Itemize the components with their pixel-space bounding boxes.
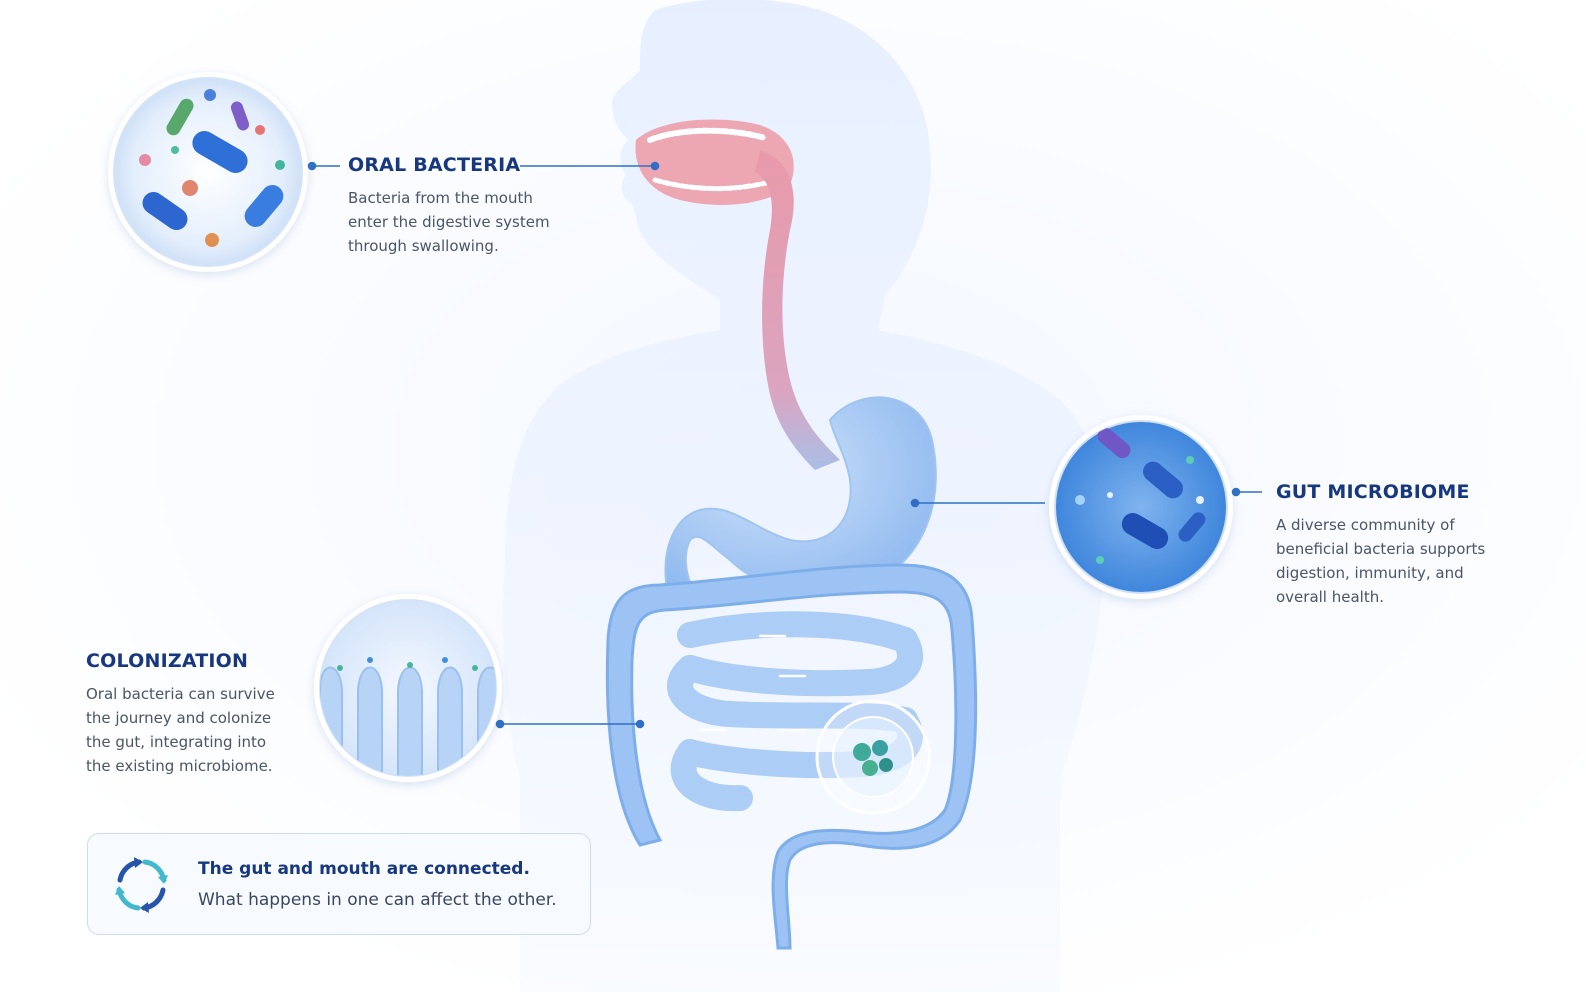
colonization-title: COLONIZATION: [86, 650, 249, 672]
oral-bacteria-line: enter the digestive system: [348, 213, 550, 231]
oral-bacteria-label: ORAL BACTERIA Bacteria from the mouth en…: [348, 154, 550, 258]
esophagus: [755, 150, 840, 470]
connection-callout: The gut and mouth are connected. What ha…: [87, 833, 591, 935]
callout-title: The gut and mouth are connected.: [198, 859, 530, 879]
leader-lines: [307, 161, 1262, 729]
oral-bacteria-description: Bacteria from the mouth enter the digest…: [348, 186, 550, 258]
gut-microbiome-cluster: [1075, 427, 1206, 564]
oral-bacteria-line: Bacteria from the mouth: [348, 189, 533, 207]
gut-microbiome-line: beneficial bacteria supports: [1276, 540, 1486, 558]
gut-flow-arrows: [698, 634, 807, 732]
mouth: [635, 119, 794, 205]
oral-bacteria-cluster: [139, 89, 285, 247]
colonization-line: Oral bacteria can survive: [86, 685, 275, 703]
oral-bacteria-line: through swallowing.: [348, 237, 499, 255]
colonization-label: COLONIZATION Oral bacteria can survive t…: [86, 650, 275, 778]
colonization-line: the journey and colonize: [86, 709, 272, 727]
gut-microbiome-label: GUT MICROBIOME A diverse community of be…: [1276, 481, 1485, 609]
gut-microbiome-circle: [1049, 415, 1233, 599]
gut-microbiome-line: A diverse community of: [1276, 516, 1455, 534]
stomach: [664, 396, 937, 601]
colonization-line: the gut, integrating into: [86, 733, 267, 751]
callout-text: What happens in one can affect the other…: [198, 890, 557, 910]
gut-microbiome-line: digestion, immunity, and: [1276, 564, 1464, 582]
gut-microbiome-description: A diverse community of beneficial bacter…: [1276, 513, 1485, 609]
oral-bacteria-title: ORAL BACTERIA: [348, 154, 521, 176]
gut-microbiome-line: overall health.: [1276, 588, 1384, 606]
colonization-line: the existing microbiome.: [86, 757, 273, 775]
large-intestine: [605, 563, 978, 950]
colonization-description: Oral bacteria can survive the journey an…: [86, 682, 275, 778]
cycle-arrows-icon: [115, 857, 168, 913]
gut-microbiome-title: GUT MICROBIOME: [1276, 481, 1470, 503]
colonization-site-highlight: [815, 699, 931, 815]
